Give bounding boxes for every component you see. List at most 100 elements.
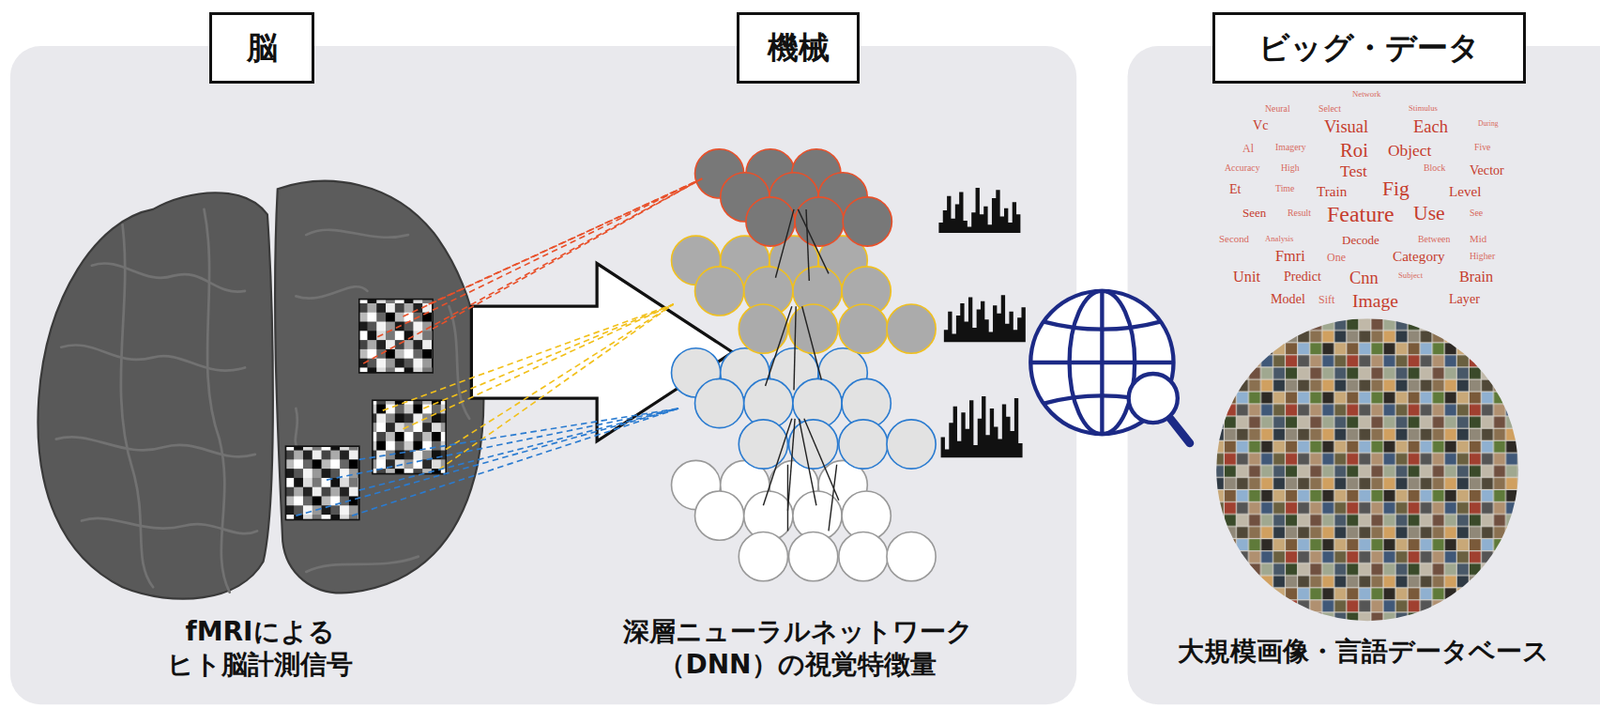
dnn-layers [838,304,888,353]
word-cloud-word: Vc [1252,118,1268,132]
word-cloud-word: Feature [1326,203,1395,227]
projection-lines [351,408,679,516]
brain-illustration [91,262,245,291]
projection-lines [403,304,674,429]
word-cloud-word: Time [1275,183,1295,194]
word-cloud-word: Five [1474,142,1491,153]
dnn-layers [793,305,796,390]
dnn-layers [695,266,745,316]
image-mosaic [1214,316,1521,623]
dnn-layers [738,532,788,581]
heading-box: ビッグ・データ [1212,12,1526,84]
word-cloud-word: Sift [1318,293,1335,305]
projection-lines [359,408,679,459]
word-cloud-word: During [1478,120,1499,128]
projection-lines [363,178,702,364]
projection-lines [363,178,702,364]
voxel-patch [285,445,359,519]
word-cloud-word: Image [1352,291,1399,311]
word-cloud-word: Neural [1264,104,1291,114]
dnn-layers [886,304,936,353]
dnn-layers [671,235,937,353]
projection-lines [295,178,702,516]
brain-illustration [295,408,299,449]
right-panel [1127,45,1600,704]
illustration-part [10,45,1600,704]
word-cloud-word: Fmri [1275,248,1306,264]
projection-lines [445,304,673,449]
projection-lines [439,304,674,470]
word-cloud-word: Layer [1448,291,1480,305]
dnn-layers [695,490,745,540]
dnn-layers [738,304,788,353]
dnn-layers [806,209,809,281]
projection-lines [382,304,674,411]
word-cloud-word: High [1280,163,1300,173]
dnn-layers [695,378,745,427]
brain-illustration [295,286,367,298]
feature-histogram [941,396,1023,458]
dnn-layers [671,149,937,581]
word-cloud-word: One [1326,251,1346,263]
brain-illustration [305,556,419,572]
dnn-layers [738,419,788,469]
word-cloud-word: Vector [1469,163,1505,177]
dnn-layers [765,305,793,386]
word-cloud-word: Model [1270,291,1306,305]
dnn-layers [671,459,937,580]
projection-lines [432,178,702,329]
word-cloud-word: Fig [1382,179,1410,200]
word-cloud-word: Analysis [1264,234,1294,244]
word-cloud-word: Between [1417,234,1450,244]
panel-caption: 大規模画像・言語データベース [1177,634,1550,668]
dnn-layers [775,209,794,278]
heading-box: 機械 [736,12,860,84]
dnn-layers [671,348,937,469]
dnn-layers [802,305,823,380]
projection-lines [403,178,703,317]
left-panel [10,45,1077,704]
word-cloud-word: Network [1352,90,1381,99]
dnn-layers [797,209,829,275]
dnn-layers [886,419,936,469]
brain-illustration [37,181,484,599]
word-cloud-word: Second [1219,233,1250,244]
word-cloud-word: Accuracy [1224,163,1261,173]
word-cloud-word: Train [1316,183,1347,199]
heading-text: 脳 [246,29,278,67]
projection-lines [359,408,679,490]
word-cloud-word: Et [1229,182,1242,196]
dnn-layers [886,532,936,581]
globe-search-icon [1128,373,1178,423]
globe-search-icon [1043,321,1160,330]
brain-illustration [56,209,470,593]
word-cloud-word: Visual [1324,118,1369,137]
dnn-layers [828,464,838,532]
word-cloud-word: Imagery [1275,142,1307,153]
word-cloud-word: Category [1392,248,1446,263]
white-arrow [471,263,732,442]
dnn-layers [842,197,892,246]
word-cloud-word: Block [1423,163,1446,173]
globe-search-icon [1030,290,1190,443]
panel-caption: 深層ニューラルネットワーク （DNN）の視覚特徴量 [600,614,995,681]
word-cloud-word: Mid [1469,233,1487,244]
dnn-layers [794,197,844,246]
dnn-layers [746,197,795,246]
image-mosaic [1214,316,1521,623]
word-cloud-word: Cnn [1349,269,1379,288]
dnn-layers [787,464,789,532]
projection-lines [295,408,679,516]
word-cloud-word: Predict [1283,269,1322,283]
panel-caption: fMRIによる ヒト脳計測信号 [152,614,368,681]
word-cloud-word: Decode [1341,233,1380,246]
word-cloud-word: Brain [1459,269,1494,285]
dnn-layers [695,149,893,246]
word-cloud-word: Object [1387,142,1432,159]
heading-text: 機械 [767,29,830,67]
projection-lines [295,408,679,516]
dnn-layers [838,532,888,581]
globe-search-icon [1030,360,1174,365]
projection-lines [428,178,702,305]
